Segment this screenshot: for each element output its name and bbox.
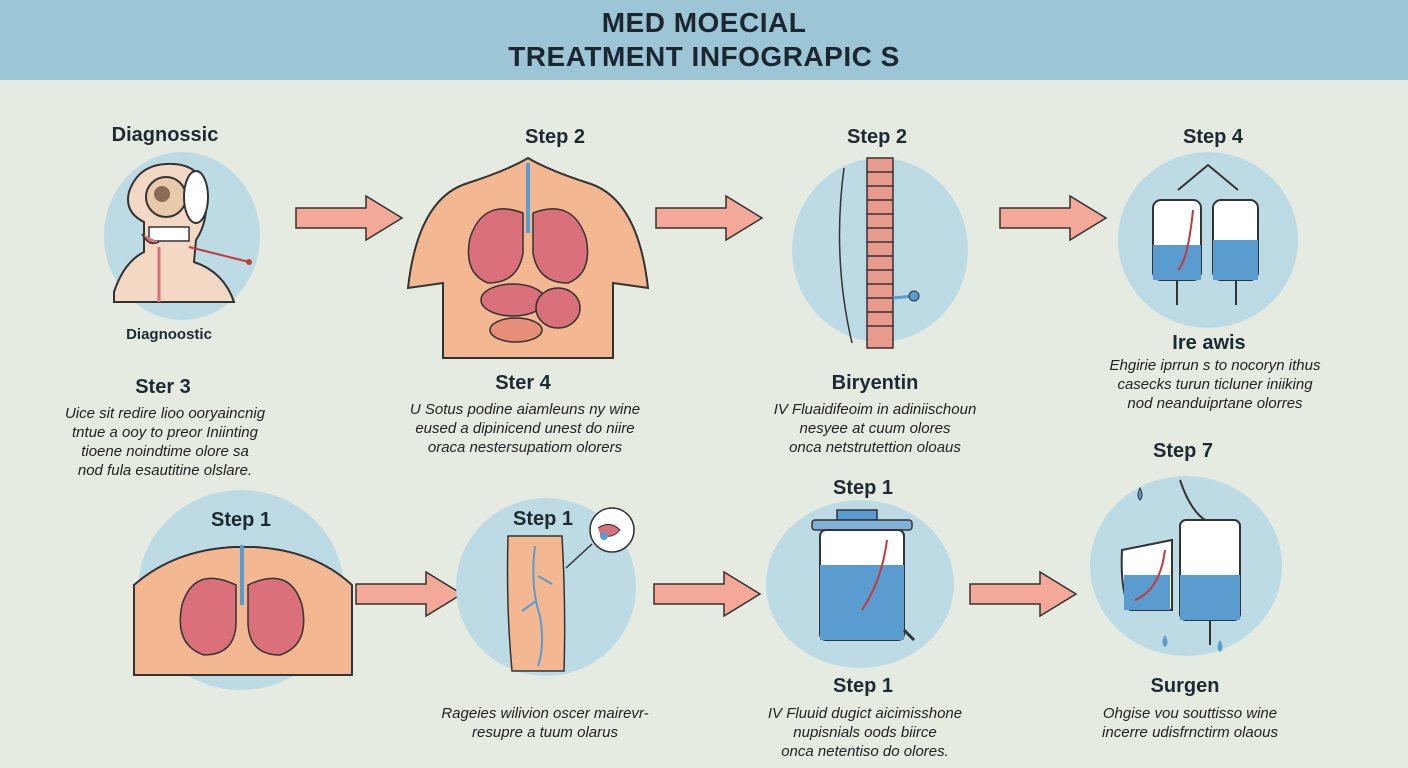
title-line-2: TREATMENT INFOGRAPIC S (508, 41, 900, 72)
iv-container-icon (811, 509, 916, 642)
panel-6-description: Rageies wilivion oscer mairevr- resupre … (441, 705, 649, 741)
panel-8-description: Ohgise vou souttisso wine incerre udisfr… (1102, 705, 1278, 741)
panel-1-description: Uice sit redire lioo ooryaincnig tntue a… (64, 405, 266, 479)
panel-2-label: Step 2 (524, 126, 586, 148)
arrow-right-icon (295, 194, 404, 242)
chest-lungs-icon (133, 545, 353, 676)
torso-lungs-icon (406, 156, 650, 359)
panel-5-label: Step 1 (210, 509, 272, 531)
arrow-right-icon (969, 570, 1078, 618)
panel-7-step-title: Step 1 (832, 675, 894, 697)
panel-8-step-title: Surgen (1150, 675, 1220, 697)
panel-3-description: IV Fluaidifeoim in adiniischoun nesyee a… (773, 401, 977, 456)
leg-veins-icon (506, 507, 635, 672)
panel-4-step-title: Ire awis (1172, 332, 1246, 354)
panel-1-step-title: Ster 3 (135, 376, 191, 398)
title-line-1: MED MOECIAL (601, 7, 807, 38)
panel-3-step-title: Biryentin (831, 372, 919, 394)
iv-bags-icon (1152, 163, 1259, 305)
arrow-right-icon (355, 570, 464, 618)
panel-8-label: Step 7 (1152, 440, 1214, 462)
head-profile-icon (113, 162, 252, 303)
arrow-right-icon (999, 194, 1108, 242)
panel-4-label: Step 4 (1182, 126, 1244, 148)
spine-icon (838, 157, 920, 349)
panel-4-circle (1118, 152, 1298, 328)
panel-1-sublabel: Diagnoostic (126, 326, 212, 343)
arrow-right-icon (655, 194, 764, 242)
arrow-right-icon (653, 570, 762, 618)
panel-3-label: Step 2 (846, 126, 908, 148)
panel-7-label: Step 1 (832, 477, 894, 499)
panel-2-description: U Sotus podine aiamleuns ny wine eused a… (409, 401, 641, 456)
panel-4-description: Ehgirie iprrun s to nocoryn ithus caseck… (1109, 357, 1321, 412)
panel-2-step-title: Ster 4 (495, 372, 551, 394)
iv-drip-icon (1120, 479, 1241, 652)
panel-1-label: Diagnossic (111, 124, 219, 146)
header-banner: MED MOECIAL TREATMENT INFOGRAPIC S (0, 0, 1408, 80)
panel-6-label: Step 1 (512, 508, 574, 530)
panel-7-description: IV Fluuid dugict aicimisshone nupisnials… (767, 705, 963, 760)
